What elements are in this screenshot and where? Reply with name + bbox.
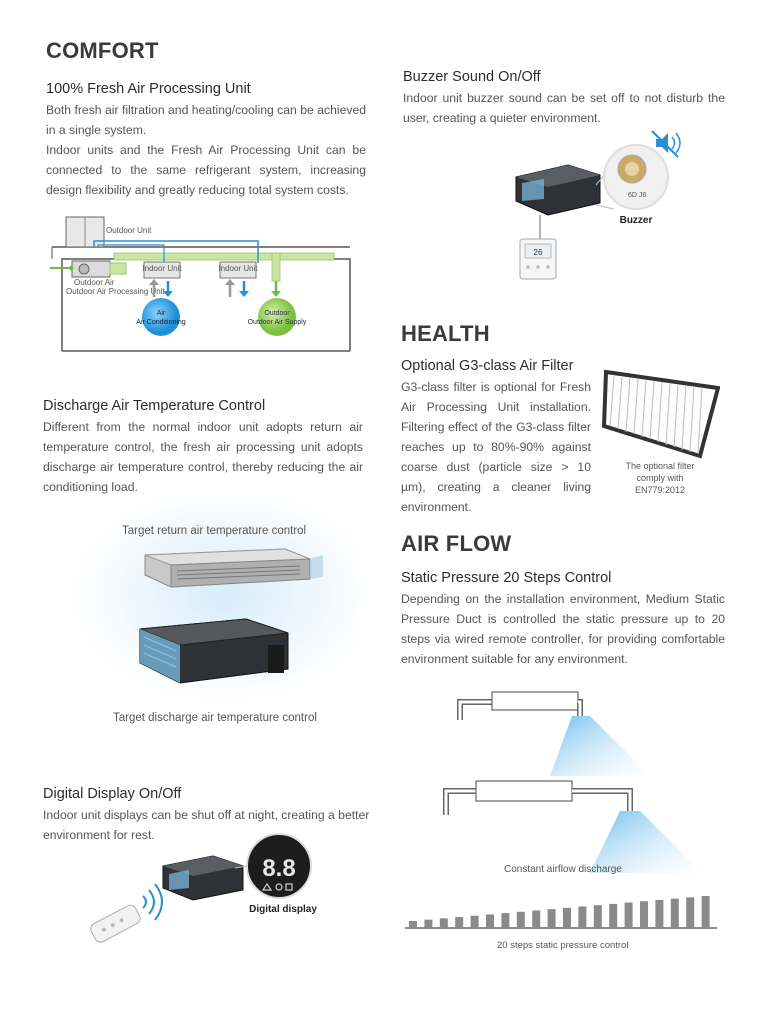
step-bar (701, 896, 710, 928)
step-bar (547, 909, 556, 928)
fresh-air-title: 100% Fresh Air Processing Unit (46, 81, 251, 97)
display-digits: 8.8 (262, 855, 295, 882)
steps-caption: 20 steps static pressure control (497, 940, 629, 951)
step-bar (640, 901, 648, 928)
filter-body: G3-class filter is optional for Fresh Ai… (401, 380, 591, 514)
outdoor-air-supply-badge (258, 298, 296, 336)
fresh-air-body-p2: Indoor units and the Fresh Air Processin… (46, 143, 366, 197)
comfort-heading: COMFORT (46, 38, 159, 63)
step-bar (655, 899, 664, 928)
filter-caption-line3: EN779:2012 (634, 485, 686, 495)
static-pressure-body: Depending on the installation environmen… (401, 592, 725, 666)
constant-airflow-caption: Constant airflow discharge (504, 864, 622, 875)
buzzer-title: Buzzer Sound On/Off (403, 69, 541, 85)
air-conditioning-label: Air Conditioning (136, 319, 186, 326)
step-bar (593, 905, 602, 928)
svg-text:6D J8: 6D J8 (628, 192, 646, 199)
buzzer-caption: Buzzer (620, 215, 653, 226)
wireless-signal-icon (142, 883, 163, 921)
airflow-plume (590, 811, 702, 873)
discharge-air-caption: Target discharge air temperature control (113, 712, 317, 724)
airflow-heading: AIR FLOW (401, 531, 512, 556)
duct-diagram-long (443, 780, 702, 873)
buzzer-body: Indoor unit buzzer sound can be set off … (403, 91, 725, 125)
indoor-unit-1-label: Indoor Unit (142, 264, 182, 273)
static-pressure-title: Static Pressure 20 Steps Control (401, 570, 612, 586)
display-body: Indoor unit displays can be shut off at … (43, 808, 370, 842)
filter-caption-line2: comply with (636, 473, 684, 483)
duct-unit (475, 780, 573, 802)
discharge-body: Different from the normal indoor unit ad… (43, 420, 363, 494)
step-bar (532, 910, 541, 928)
outdoor-unit-label: Outdoor Unit (106, 226, 152, 235)
step-bar (578, 906, 587, 928)
fresh-air-unit-icon (71, 260, 111, 278)
step-bar (486, 914, 494, 928)
digital-display-illustration: 8.8 Digital display (90, 833, 317, 943)
step-bar (609, 903, 618, 928)
step-bar (670, 898, 679, 928)
g3-filter-image (601, 369, 720, 459)
duct-unit (491, 691, 579, 711)
fresh-air-body: Both fresh air filtration and heating/co… (46, 100, 366, 200)
step-bar (424, 919, 433, 928)
speaker-mute-icon (651, 130, 681, 158)
outdoor-air-supply-label: Outdoor Air Supply (248, 319, 307, 326)
filter-caption: The optional filter comply with EN779:20… (612, 460, 708, 496)
discharge-air-unit-image (139, 618, 289, 684)
step-bar (686, 897, 695, 928)
steps-bar-chart (405, 896, 717, 929)
display-title: Digital Display On/Off (43, 786, 182, 802)
fresh-air-system-diagram: Outdoor Unit Outdoor Air Outdoor Air Pro… (50, 216, 351, 352)
step-bar (470, 915, 479, 928)
fresh-air-body-p1: Both fresh air filtration and heating/co… (46, 103, 366, 137)
indoor-unit-2-label: Indoor Unit (218, 264, 258, 273)
indoor-unit-icon (219, 261, 257, 279)
air-conditioning-badge (142, 298, 180, 336)
step-bar (624, 902, 633, 928)
step-bar (563, 907, 571, 928)
return-air-unit-image (144, 548, 323, 588)
remote-control-icon (90, 904, 141, 943)
controller-digits: 26 (534, 248, 543, 257)
step-bar (516, 911, 525, 928)
fapu-label: Outdoor Air Processing Unit (66, 287, 165, 296)
buzzer-illustration: 6D J8 Buzzer 26 (515, 130, 681, 280)
return-air-caption: Target return air temperature control (122, 525, 307, 537)
filter-caption-line1: The optional filter (625, 461, 695, 471)
airflow-plume (550, 716, 650, 776)
digital-display-caption: Digital display (249, 904, 317, 915)
indoor-unit-icon (143, 261, 181, 279)
filter-title: Optional G3-class Air Filter (401, 358, 574, 374)
health-heading: HEALTH (401, 321, 490, 346)
svg-text:Air: Air (157, 310, 166, 317)
step-bar (439, 918, 448, 928)
step-bar (501, 913, 510, 928)
step-bar (409, 921, 417, 928)
step-bar (455, 917, 464, 928)
svg-text:Outdoor: Outdoor (264, 310, 290, 317)
discharge-title: Discharge Air Temperature Control (43, 398, 266, 414)
svg-text:Outdoor Air: Outdoor Air (74, 278, 115, 287)
duct-diagram-short (457, 691, 650, 776)
